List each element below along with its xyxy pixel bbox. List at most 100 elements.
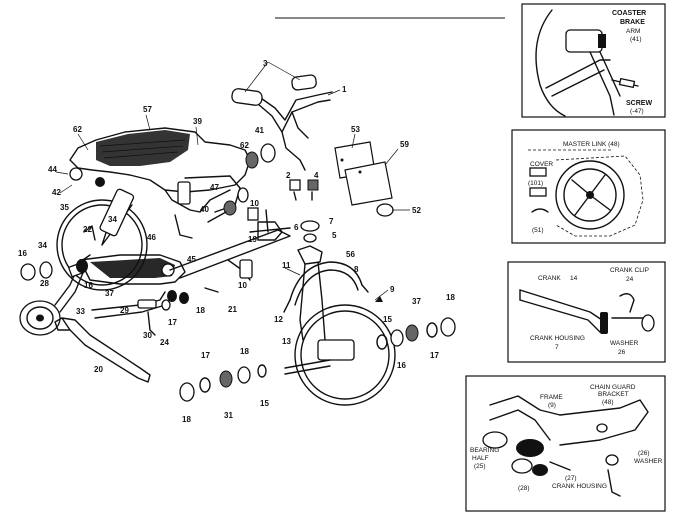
crank-ref: 14	[570, 275, 578, 282]
chain-ref-51: (51)	[532, 227, 544, 234]
sprocket-hardware	[161, 287, 219, 311]
crank-washer-label: WASHER	[610, 340, 639, 347]
front-wheel	[284, 304, 396, 406]
part-label-42: 42	[52, 188, 61, 197]
part-label-17-right: 17	[430, 351, 439, 360]
number-plates	[334, 141, 394, 217]
part-label-52: 52	[412, 206, 421, 215]
coaster-title: COASTER	[612, 10, 646, 17]
inset-crank: CRANK 14 CRANK CLIP 24 CRANK HOUSING 7 W…	[507, 261, 666, 363]
crank-clip-label: CRANK CLIP	[610, 267, 649, 274]
part-label-30: 30	[143, 331, 152, 340]
guard-frame-label: FRAME	[540, 394, 563, 401]
crank-washer-ref: 26	[618, 349, 626, 356]
wrench-tool	[54, 317, 151, 383]
part-label-31: 31	[224, 411, 233, 420]
part-label-15-right: 15	[383, 315, 392, 324]
guard-frame-ref: (9)	[548, 402, 556, 409]
part-label-3: 3	[263, 59, 268, 68]
part-label-5: 5	[332, 231, 337, 240]
part-label-41: 41	[255, 126, 264, 135]
part-label-15-bottom: 15	[260, 399, 269, 408]
part-label-18-right-top: 18	[446, 293, 455, 302]
part-label-56: 56	[346, 250, 355, 259]
rear-axle-hardware	[179, 364, 267, 402]
crank-clip-ref: 24	[626, 276, 634, 283]
guard-bearing-half: HALF	[472, 455, 489, 462]
inset-chain-sprocket: MASTER LINK (48) COVER (101) (51)	[511, 129, 666, 244]
part-label-12: 12	[274, 315, 283, 324]
chain-guard	[79, 254, 186, 285]
part-label-21: 21	[228, 305, 237, 314]
guard-washer-label: WASHER	[634, 458, 663, 465]
part-label-62: 62	[240, 141, 249, 150]
guard-washer-ref: (26)	[638, 450, 650, 457]
part-label-45: 45	[187, 255, 196, 264]
part-label-44: 44	[48, 165, 57, 174]
main-frame	[169, 209, 291, 281]
part-label-16-right: 16	[397, 361, 406, 370]
leader-lines	[55, 61, 410, 301]
part-label-4: 4	[314, 171, 319, 180]
chain-master-link: MASTER LINK (48)	[563, 141, 620, 148]
front-fender	[283, 261, 369, 313]
part-label-2: 2	[286, 171, 291, 180]
part-label-9: 9	[390, 285, 395, 294]
coaster-arm-ref: (41)	[630, 36, 642, 43]
crank-housing-label: CRANK HOUSING	[530, 335, 585, 342]
guard-bracket-label: CHAIN GUARD	[590, 384, 636, 391]
part-label-17-mid: 17	[168, 318, 177, 327]
chain-cover: COVER	[530, 161, 553, 168]
pedal-crank	[91, 291, 166, 336]
part-label-57: 57	[143, 105, 152, 114]
part-label-35: 35	[60, 203, 69, 212]
guard-bearing-ref: (25)	[474, 463, 486, 470]
part-label-6: 6	[294, 223, 299, 232]
training-wheel	[19, 254, 91, 336]
part-label-53: 53	[351, 125, 360, 134]
part-label-10-bottom: 10	[238, 281, 247, 290]
part-label-16-left: 16	[18, 249, 27, 258]
inset-coaster-brake: COASTER BRAKE ARM (41) SCREW (-47)	[521, 3, 666, 118]
seat-body-part	[69, 127, 251, 239]
part-label-28: 28	[40, 279, 49, 288]
stem-headset	[289, 179, 319, 201]
part-label-37-right: 37	[412, 297, 421, 306]
part-label-11: 11	[282, 261, 291, 270]
coaster-arm: ARM	[626, 28, 640, 35]
crank-label: CRANK	[538, 275, 561, 282]
part-label-24: 24	[160, 338, 169, 347]
part-label-17-bottom: 17	[201, 351, 210, 360]
guard-bracket-ref: (48)	[602, 399, 614, 406]
part-label-46: 46	[147, 233, 156, 242]
part-label-33: 33	[76, 307, 85, 316]
handlebars	[231, 74, 333, 171]
part-label-18-bottom-mid: 18	[240, 347, 249, 356]
part-label-1: 1	[342, 85, 347, 94]
guard-ref-28: (28)	[518, 485, 530, 492]
front-fork	[297, 220, 326, 341]
guard-bracket-word: BRACKET	[598, 391, 629, 398]
coaster-screw-ref: (-47)	[630, 108, 644, 115]
part-label-59: 59	[400, 140, 409, 149]
part-label-10-top: 10	[250, 199, 259, 208]
front-axle-hardware	[375, 296, 456, 350]
part-label-18-bottom-left: 18	[182, 415, 191, 424]
guard-housing-ref: (27)	[565, 475, 577, 482]
guard-bearing-label: BEARING	[470, 447, 499, 454]
main-exploded-view: 1 3 2 4 53 59 52 57 39 41 62 62 44 42 35…	[18, 59, 456, 424]
part-labels: 1 3 2 4 53 59 52 57 39 41 62 62 44 42 35…	[18, 59, 455, 424]
part-label-36: 34	[108, 215, 117, 224]
part-label-47: 47	[210, 183, 219, 192]
part-label-16-hub: 16	[84, 281, 93, 290]
rear-hub-hardware	[20, 225, 96, 281]
part-label-20: 20	[94, 365, 103, 374]
coaster-screw: SCREW	[626, 100, 652, 107]
part-label-39: 39	[193, 117, 202, 126]
chain-cover-ref: (101)	[528, 180, 543, 187]
part-label-13: 13	[282, 337, 291, 346]
part-label-37-left: 37	[105, 289, 114, 298]
seat-hardware	[69, 143, 276, 223]
guard-housing-label: CRANK HOUSING	[552, 483, 607, 490]
